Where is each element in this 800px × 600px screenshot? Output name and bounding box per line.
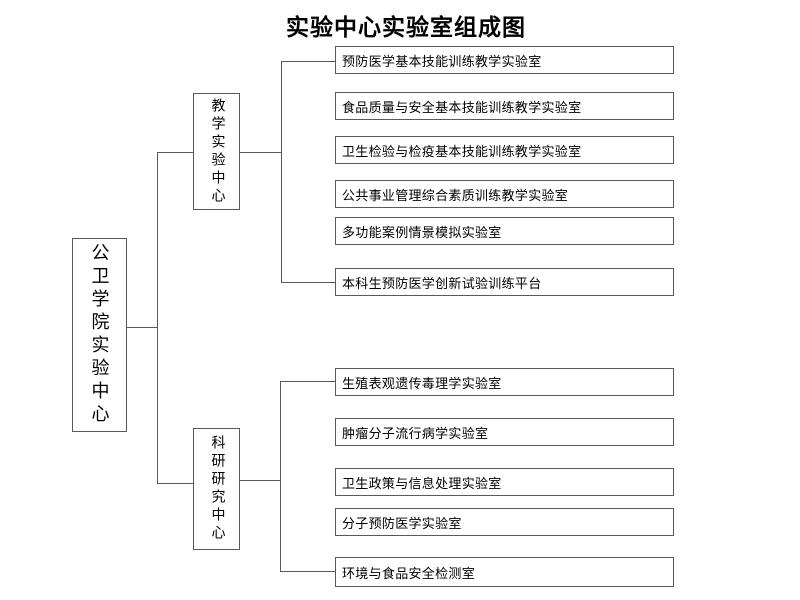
connector-teaching-first [281, 61, 335, 62]
root-node-label: 公卫学院实验中心 [89, 243, 110, 427]
lab-item-label: 卫生政策与信息处理实验室 [342, 475, 502, 491]
lab-item-label: 公共事业管理综合素质训练教学实验室 [342, 187, 569, 203]
connector-research-first [280, 381, 335, 382]
lab-item-label: 分子预防医学实验室 [342, 515, 462, 531]
lab-item: 卫生检验与检疫基本技能训练教学实验室 [335, 136, 674, 164]
lab-item: 公共事业管理综合素质训练教学实验室 [335, 180, 674, 208]
connector-teaching-last [281, 282, 335, 283]
lab-item-label: 预防医学基本技能训练教学实验室 [342, 53, 542, 69]
branch-node-research: 科研研究中心 [193, 428, 240, 550]
lab-item-label: 卫生检验与检疫基本技能训练教学实验室 [342, 143, 582, 159]
lab-item: 预防医学基本技能训练教学实验室 [335, 46, 674, 74]
connector-teaching-trunk [281, 61, 282, 282]
connector-root-out [127, 327, 157, 328]
lab-item-label: 食品质量与安全基本技能训练教学实验室 [342, 99, 582, 115]
connector-research-trunk [280, 381, 281, 571]
connector-research-out [240, 480, 280, 481]
lab-item-label: 肿瘤分子流行病学实验室 [342, 425, 489, 441]
lab-item: 食品质量与安全基本技能训练教学实验室 [335, 92, 674, 120]
lab-item: 多功能案例情景模拟实验室 [335, 217, 674, 245]
lab-item: 环境与食品安全检测室 [335, 557, 674, 587]
branch-node-teaching-label: 教学实验中心 [209, 97, 225, 206]
lab-item: 肿瘤分子流行病学实验室 [335, 418, 674, 446]
lab-item: 分子预防医学实验室 [335, 508, 674, 536]
lab-item-label: 本科生预防医学创新试验训练平台 [342, 275, 542, 291]
lab-item-label: 生殖表观遗传毒理学实验室 [342, 375, 502, 391]
lab-item: 卫生政策与信息处理实验室 [335, 468, 674, 496]
lab-item-label: 环境与食品安全检测室 [342, 565, 476, 581]
chart-title: 实验中心实验室组成图 [286, 15, 526, 40]
connector-to-teaching [157, 152, 193, 153]
connector-research-last [280, 571, 335, 572]
branch-node-teaching: 教学实验中心 [193, 93, 240, 210]
connector-left-trunk [157, 152, 158, 484]
connector-to-research [157, 483, 193, 484]
lab-item-label: 多功能案例情景模拟实验室 [342, 224, 502, 240]
branch-node-research-label: 科研研究中心 [209, 435, 225, 543]
lab-item: 生殖表观遗传毒理学实验室 [335, 368, 674, 396]
lab-item: 本科生预防医学创新试验训练平台 [335, 268, 674, 296]
root-node: 公卫学院实验中心 [72, 238, 127, 432]
connector-teaching-out [240, 152, 281, 153]
